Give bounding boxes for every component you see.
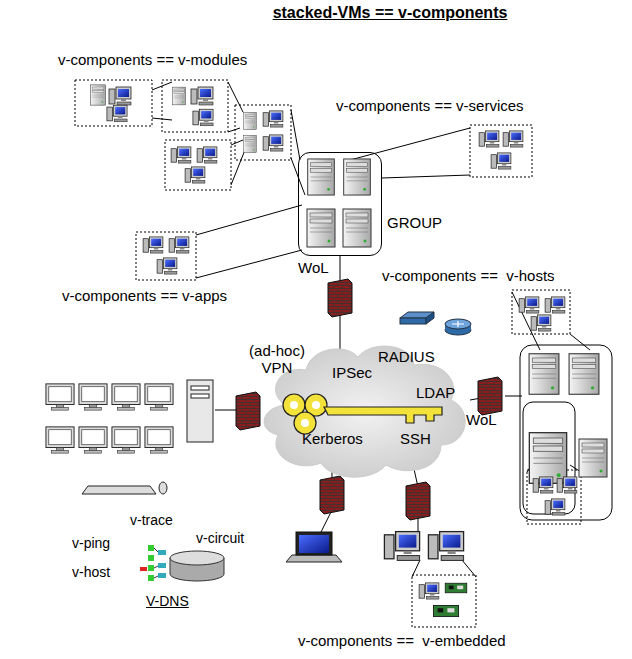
annotation: v-components == v-hosts <box>382 268 555 285</box>
annotation: v-components == v-embedded <box>298 633 506 650</box>
dotted-boxes <box>75 80 581 627</box>
node-text: IPSec <box>332 365 372 382</box>
icons <box>46 85 612 617</box>
network-cloud: (ad-hoc) VPN IPSec RADIUS LDAP Kerberos SSH <box>246 335 474 483</box>
annotation: v-components == v-apps <box>62 288 227 305</box>
node-text: SSH <box>400 431 431 448</box>
wol-label: WoL <box>298 260 329 277</box>
diagram-title: stacked-VMs == v-components <box>273 4 508 22</box>
node-text: (ad-hoc) VPN <box>246 343 308 376</box>
node-text: GROUP <box>387 215 442 232</box>
annotation: v-components == v-modules <box>58 52 247 69</box>
node-text: RADIUS <box>378 349 435 366</box>
leader-lines <box>152 82 590 577</box>
annotation: v-components == v-services <box>336 98 524 115</box>
node-text: Kerberos <box>302 431 363 448</box>
wol-label: WoL <box>466 412 497 429</box>
tool-label: v-circuit <box>196 531 244 546</box>
tool-label: v-host <box>72 565 110 580</box>
tool-label: v-trace <box>130 513 173 528</box>
node-text: LDAP <box>416 385 455 402</box>
group-box: GROUP <box>298 152 382 256</box>
tool-title: V-DNS <box>146 594 189 609</box>
tool-label: v-ping <box>72 536 110 551</box>
